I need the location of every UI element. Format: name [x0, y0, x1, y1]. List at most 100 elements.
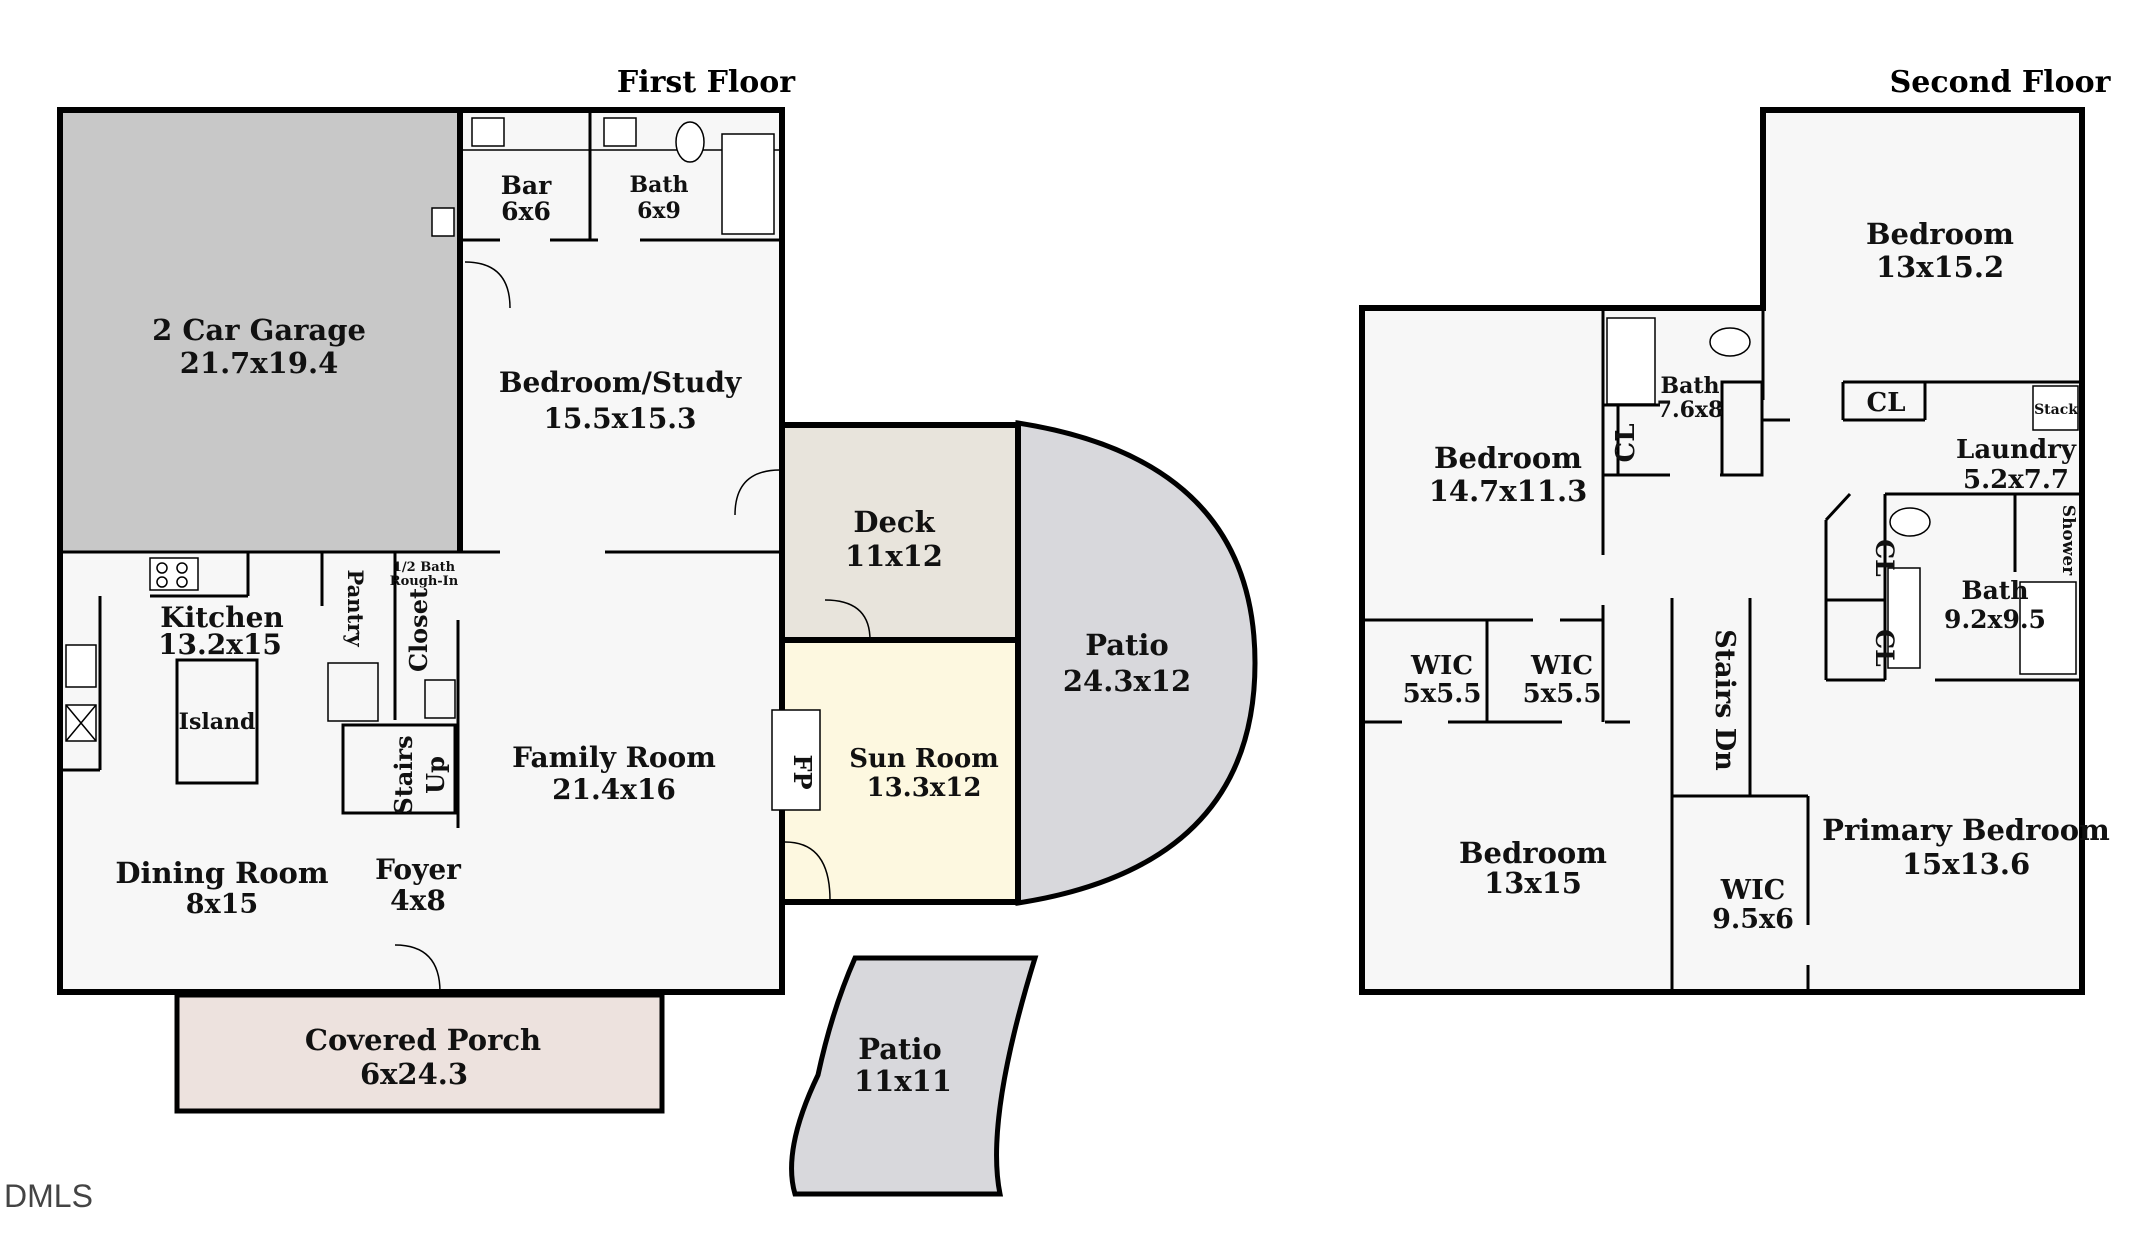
fireplace-icon — [771, 709, 821, 811]
primary-toilet-icon — [1889, 507, 1931, 537]
first-floor: First Floor 2 Car Garage 21.7x19.4 Bar 6… — [57, 65, 1258, 1197]
stack-washer-icon — [2032, 385, 2079, 431]
deck-label: Deck — [853, 505, 935, 539]
wic3-dim: 9.5x6 — [1712, 904, 1794, 935]
wic2-label: WIC — [1530, 651, 1593, 681]
covered-porch-area — [174, 992, 665, 1114]
garage-area — [60, 110, 460, 552]
bar-sink-icon — [471, 117, 505, 147]
pantry-shelf — [327, 662, 379, 722]
pantry-label: Pantry — [343, 569, 368, 647]
wic1-dim: 5x5.5 — [1403, 679, 1482, 709]
dining-room-dim: 8x15 — [186, 889, 258, 920]
bedroom-study-label: Bedroom/Study — [499, 366, 742, 399]
cl-primary-1-label: CL — [1870, 539, 1899, 577]
family-room-label: Family Room — [512, 741, 716, 774]
door-swing — [734, 469, 781, 516]
burner-icon — [176, 576, 188, 588]
half-bath-sub: Rough-In — [390, 574, 459, 589]
stairs-box — [341, 723, 457, 815]
bath1-label: Bath — [629, 172, 688, 198]
bedroom-ne-dim: 13x15.2 — [1876, 250, 2004, 284]
door-swing — [464, 261, 511, 309]
bedroom-sw-label: Bedroom — [1459, 836, 1607, 870]
kitchen-dim: 13.2x15 — [158, 628, 282, 661]
bedroom-nw-label: Bedroom — [1434, 441, 1582, 475]
deck-sunroom-wall — [779, 422, 1021, 905]
bedroom-ne-label: Bedroom — [1866, 217, 2014, 251]
foyer-label: Foyer — [375, 853, 462, 886]
sun-room-dim: 13.3x12 — [866, 773, 981, 803]
garage-dim: 21.7x19.4 — [180, 346, 339, 380]
shower-label: Shower — [2058, 505, 2078, 576]
fireplace-label: FP — [788, 754, 817, 789]
covered-porch-label: Covered Porch — [305, 1023, 541, 1057]
wic2-dim: 5x5.5 — [1523, 679, 1602, 709]
sun-room-label: Sun Room — [849, 744, 998, 774]
primary-bedroom-dim: 15x13.6 — [1902, 847, 2030, 881]
bath3-label: Bath — [1961, 576, 2028, 605]
stack-label: Stack — [2034, 402, 2078, 418]
wic1-label: WIC — [1410, 651, 1473, 681]
deck-dim: 11x12 — [845, 539, 943, 573]
patio-large-dim: 24.3x12 — [1063, 664, 1191, 698]
sun-room-area — [782, 640, 1018, 902]
family-room-dim: 21.4x16 — [552, 773, 676, 806]
closet-rod — [424, 679, 456, 719]
bar-label: Bar — [501, 171, 552, 200]
door-swing — [394, 944, 441, 993]
laundry-dim: 5.2x7.7 — [1963, 465, 2069, 495]
burner-icon — [156, 562, 168, 574]
patio-small-area — [789, 955, 1039, 1197]
bedroom-study-dim: 15.5x15.3 — [543, 402, 696, 435]
island-label: Island — [179, 709, 256, 735]
half-bath-label: 1/2 Bath — [393, 560, 456, 575]
patio-small-label: Patio — [858, 1032, 942, 1066]
deck-area — [782, 425, 1018, 640]
stairs-up-sub: Up — [421, 756, 450, 794]
cl-laundry-label: CL — [1867, 388, 1906, 418]
patio-large-label: Patio — [1085, 628, 1169, 662]
second-floor-area — [1362, 110, 2082, 992]
bar-dim: 6x6 — [501, 197, 551, 226]
bath2-label: Bath — [1660, 373, 1719, 399]
bath2-vanity — [1720, 380, 1764, 477]
laundry-label: Laundry — [1956, 435, 2077, 465]
burner-icon — [176, 562, 188, 574]
water-heater-icon — [431, 207, 455, 237]
foyer-dim: 4x8 — [390, 884, 446, 917]
closet-label: Closet — [404, 588, 433, 672]
kitchen-label: Kitchen — [160, 601, 283, 634]
bath2-dim: 7.6x8 — [1657, 397, 1724, 423]
burner-icon — [156, 576, 168, 588]
bath1-dim: 6x9 — [637, 198, 681, 224]
stairs-up-label: Stairs — [389, 735, 418, 814]
cl-primary-2-label: CL — [1870, 629, 1899, 667]
stove-icon — [149, 557, 199, 591]
island-counter — [175, 658, 259, 785]
bathtub-icon — [721, 133, 775, 235]
toilet-icon — [675, 121, 705, 163]
door-swing — [784, 841, 831, 901]
covered-porch-dim: 6x24.3 — [360, 1057, 468, 1091]
kitchen-sink-icon — [65, 644, 97, 688]
door-swing — [824, 599, 871, 641]
dining-room-label: Dining Room — [115, 856, 329, 890]
second-floor: Second Floor Bedroom 13x15.2 Bath 7.6x8 … — [1359, 65, 2112, 995]
dmls-watermark: DMLS — [4, 1178, 93, 1214]
primary-tub-icon — [2019, 581, 2077, 675]
patio-large-area — [1015, 420, 1258, 906]
first-floor-title: First Floor — [617, 65, 796, 100]
bath-sink-icon — [603, 117, 637, 147]
wic3-label: WIC — [1720, 875, 1785, 906]
primary-bedroom-label: Primary Bedroom — [1822, 813, 2110, 847]
cl-bath2-label: CL — [1611, 424, 1641, 463]
patio-small-dim: 11x11 — [854, 1064, 952, 1098]
second-floor-title: Second Floor — [1890, 65, 2112, 100]
garage-label: 2 Car Garage — [152, 313, 366, 347]
double-vanity-icon — [1887, 567, 1921, 669]
bedroom-sw-dim: 13x15 — [1484, 866, 1582, 900]
bedroom-nw-dim: 14.7x11.3 — [1429, 474, 1588, 508]
bath2-tub-icon — [1606, 317, 1656, 405]
